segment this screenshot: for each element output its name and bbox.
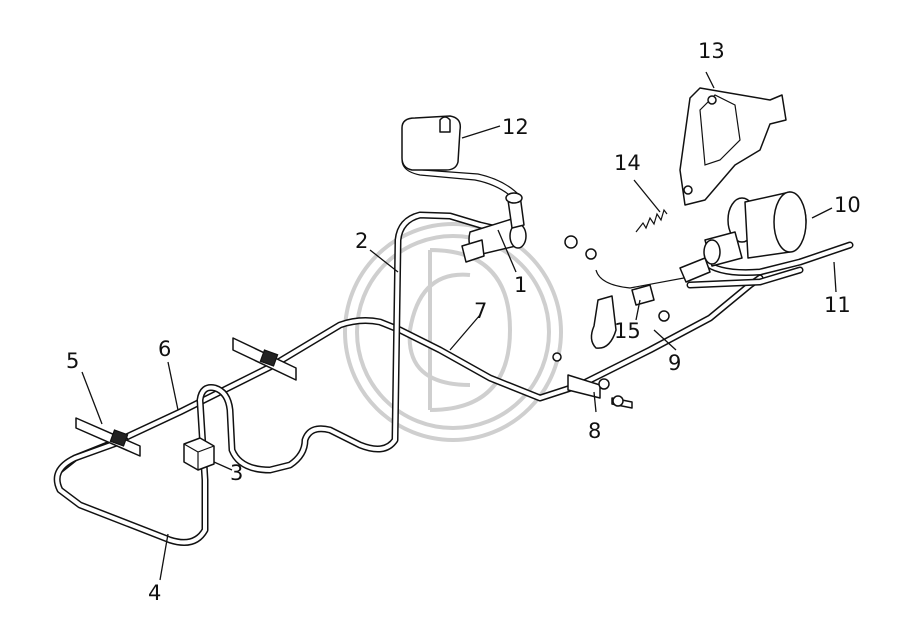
callout-3: 3 bbox=[230, 461, 243, 485]
linkage-assembly bbox=[564, 235, 711, 349]
clamp-bracket-left bbox=[75, 417, 141, 457]
callout-12: 12 bbox=[502, 115, 529, 139]
callout-2: 2 bbox=[355, 229, 368, 253]
callout-14: 14 bbox=[614, 151, 641, 175]
brake-pipe-main bbox=[56, 274, 764, 474]
tee-fitting bbox=[183, 437, 215, 471]
callout-9: 9 bbox=[668, 351, 681, 375]
watermark-logo bbox=[343, 222, 563, 442]
callout-15: 15 bbox=[614, 319, 641, 343]
brake-booster-unit bbox=[703, 191, 807, 267]
leader-lines bbox=[81, 71, 837, 581]
callout-labels: 1 2 3 4 5 6 7 8 9 10 11 12 13 14 15 bbox=[66, 39, 861, 605]
valve-fitting bbox=[461, 192, 527, 263]
callout-5: 5 bbox=[66, 349, 79, 373]
callout-4: 4 bbox=[148, 581, 161, 605]
callout-7: 7 bbox=[474, 299, 487, 323]
callout-8: 8 bbox=[588, 419, 601, 443]
brake-pipe-right bbox=[686, 241, 854, 289]
callout-10: 10 bbox=[834, 193, 861, 217]
brake-pipe-loop bbox=[53, 211, 514, 546]
fluid-reservoir bbox=[401, 115, 462, 171]
pedal-bracket bbox=[679, 87, 787, 206]
clamp-bracket-middle bbox=[232, 337, 297, 381]
callout-1: 1 bbox=[514, 273, 527, 297]
callout-11: 11 bbox=[824, 293, 851, 317]
callout-6: 6 bbox=[158, 337, 171, 361]
callout-13: 13 bbox=[698, 39, 725, 63]
return-spring bbox=[635, 208, 668, 233]
mounting-bracket bbox=[552, 352, 633, 409]
